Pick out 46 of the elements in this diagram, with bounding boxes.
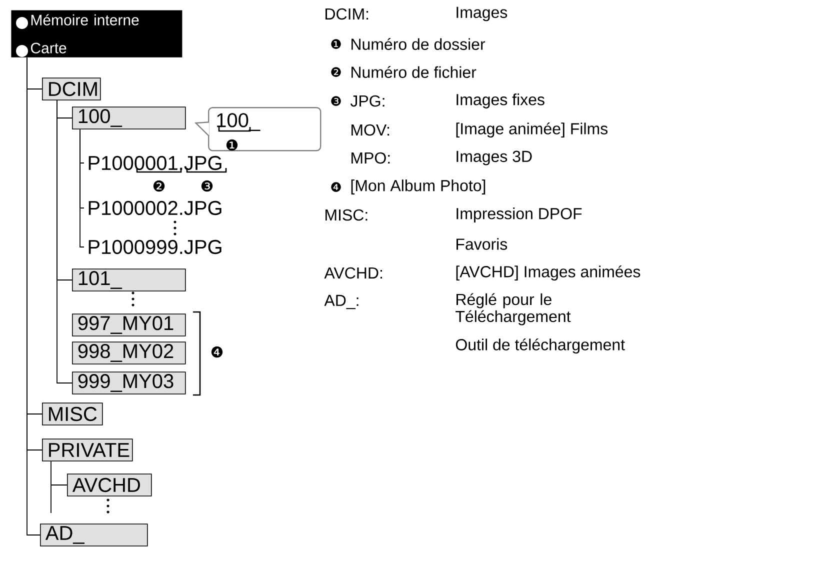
callout-number: ❶ xyxy=(226,139,238,151)
callout-number: ❷ xyxy=(153,180,165,192)
folder-box: 100_ xyxy=(72,106,186,130)
folder-box: 997_MY01 xyxy=(72,314,186,336)
description-text: Impression DPOF xyxy=(456,208,582,222)
callout-number: ❹ xyxy=(211,346,223,358)
tree-line xyxy=(56,100,72,384)
description-text: [Image animée] Films xyxy=(456,122,608,138)
storage-header: Mémoire interne Carte xyxy=(11,10,182,58)
description-text: Réglé pour le Téléchargement xyxy=(456,293,571,326)
file-name: P1000999.JPG xyxy=(88,240,222,254)
file-type: MPO: xyxy=(352,152,390,164)
tree-line xyxy=(80,128,84,248)
folder-box: 101_ xyxy=(72,268,186,292)
callout-pointer xyxy=(194,122,210,137)
folder-box: 998_MY02 xyxy=(72,342,186,364)
description-text: Numéro de fichier xyxy=(352,66,476,78)
file-type: MOV: xyxy=(352,124,390,136)
tree-line xyxy=(50,460,68,514)
description-text: [Mon Album Photo] xyxy=(351,180,486,194)
file-type: JPG: xyxy=(350,95,384,107)
folder-name: AVCHD: xyxy=(324,267,382,279)
description-text: Images 3D xyxy=(456,150,532,166)
description-text: Images xyxy=(456,6,508,22)
folder-box: AVCHD xyxy=(67,474,152,496)
callout-number: ❷ xyxy=(331,67,341,77)
callout-number: ❹ xyxy=(331,182,341,192)
callout-number: ❸ xyxy=(331,96,341,106)
tree-line xyxy=(26,57,40,536)
folder-box: DCIM xyxy=(42,78,101,100)
folder-box: PRIVATE xyxy=(42,438,133,462)
file-name: P1000002.JPG xyxy=(88,200,222,216)
description-text: [AVCHD] Images animées xyxy=(456,265,640,281)
description-text: Outil de téléchargement xyxy=(456,338,625,354)
description-text: Favoris xyxy=(456,238,508,250)
folder-name: MISC: xyxy=(326,209,368,221)
callout-number: ❶ xyxy=(331,39,341,49)
folder-box: MISC xyxy=(42,402,103,426)
folder-box: AD_ xyxy=(40,524,148,546)
folder-box: 999_MY03 xyxy=(72,372,186,394)
file-name: P1000001.JPG xyxy=(88,156,222,170)
description-text: Images fixes xyxy=(456,94,544,108)
description-text: Numéro de dossier xyxy=(352,38,486,50)
folder-name: AD_: xyxy=(324,294,358,310)
folder-name: DCIM: xyxy=(326,8,368,20)
callout-number: ❸ xyxy=(201,180,213,192)
